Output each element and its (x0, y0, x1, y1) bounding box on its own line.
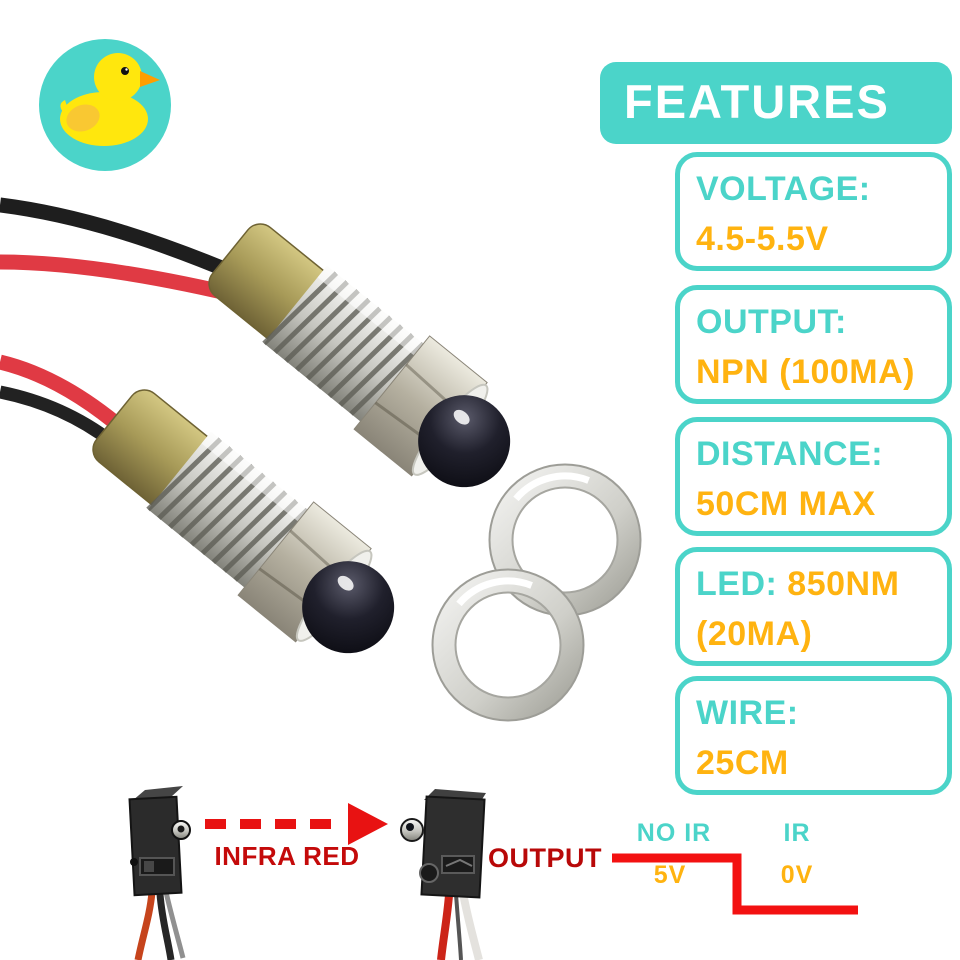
feature-label: LED: (696, 565, 778, 603)
signal-high-condition-label: NO IR (636, 819, 712, 847)
feature-label: WIRE: (696, 694, 799, 732)
feature-box-output: OUTPUT: NPN (100MA) (675, 285, 952, 404)
feature-label: OUTPUT: (696, 303, 847, 341)
infra-red-label: INFRA RED (214, 841, 360, 871)
features-header-text: FEATURES (624, 75, 890, 128)
feature-label: VOLTAGE: (696, 170, 871, 208)
rubber-duck-logo-icon (39, 39, 171, 171)
feature-label: DISTANCE: (696, 435, 884, 473)
ir-receiver-module-photo (400, 789, 486, 960)
feature-value: 4.5-5.5V (696, 220, 829, 258)
feature-value: 25CM (696, 744, 789, 782)
feature-box-led: LED: 850NM (20MA) (675, 547, 952, 666)
signal-low-voltage-label: 0V (780, 861, 814, 889)
metal-ring-2 (418, 555, 598, 735)
output-label: OUTPUT (488, 843, 602, 873)
output-signal-waveform (612, 853, 858, 915)
signal-low-condition-label: IR (783, 819, 811, 847)
infrared-arrow-icon (205, 803, 388, 845)
feature-value: 50CM MAX (696, 485, 876, 523)
feature-value: 850NM (20MA) (696, 565, 900, 653)
ir-emitter-module-photo (128, 786, 191, 960)
feature-value: NPN (100MA) (696, 353, 915, 391)
feature-box-wire: WIRE: 25CM (675, 676, 952, 795)
features-header: FEATURES (600, 62, 952, 144)
feature-box-voltage: VOLTAGE: 4.5-5.5V (675, 152, 952, 271)
signal-high-voltage-label: 5V (653, 861, 687, 889)
feature-box-distance: DISTANCE: 50CM MAX (675, 417, 952, 536)
